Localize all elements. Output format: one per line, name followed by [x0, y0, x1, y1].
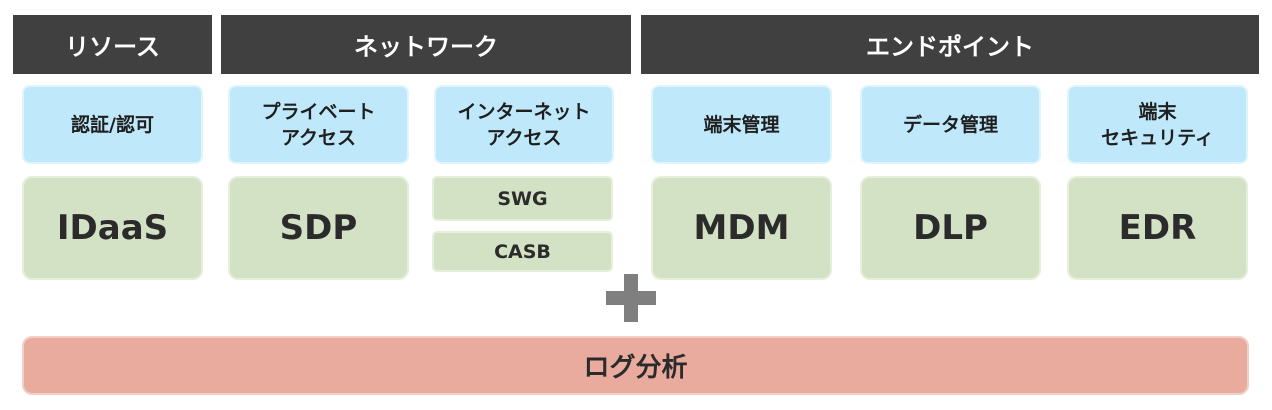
category-private-access: プライベート アクセス — [228, 85, 409, 164]
tech-swg: SWG — [432, 176, 613, 221]
header-resource: リソース — [13, 15, 212, 74]
header-endpoint: エンドポイント — [641, 15, 1259, 74]
tech-mdm: MDM — [651, 176, 832, 280]
tech-idaas: IDaaS — [22, 176, 203, 280]
category-auth: 認証/認可 — [22, 85, 203, 164]
tech-casb: CASB — [432, 231, 613, 272]
category-endpoint-security: 端末 セキュリティ — [1067, 85, 1248, 164]
tech-dlp: DLP — [860, 176, 1041, 280]
log-analysis-bar: ログ分析 — [22, 336, 1249, 395]
category-device-management: 端末管理 — [651, 85, 832, 164]
header-network: ネットワーク — [221, 15, 631, 74]
category-data-management: データ管理 — [860, 85, 1041, 164]
tech-sdp: SDP — [228, 176, 409, 280]
plus-icon — [606, 274, 656, 322]
tech-edr: EDR — [1067, 176, 1248, 280]
category-internet-access: インターネット アクセス — [434, 85, 614, 164]
